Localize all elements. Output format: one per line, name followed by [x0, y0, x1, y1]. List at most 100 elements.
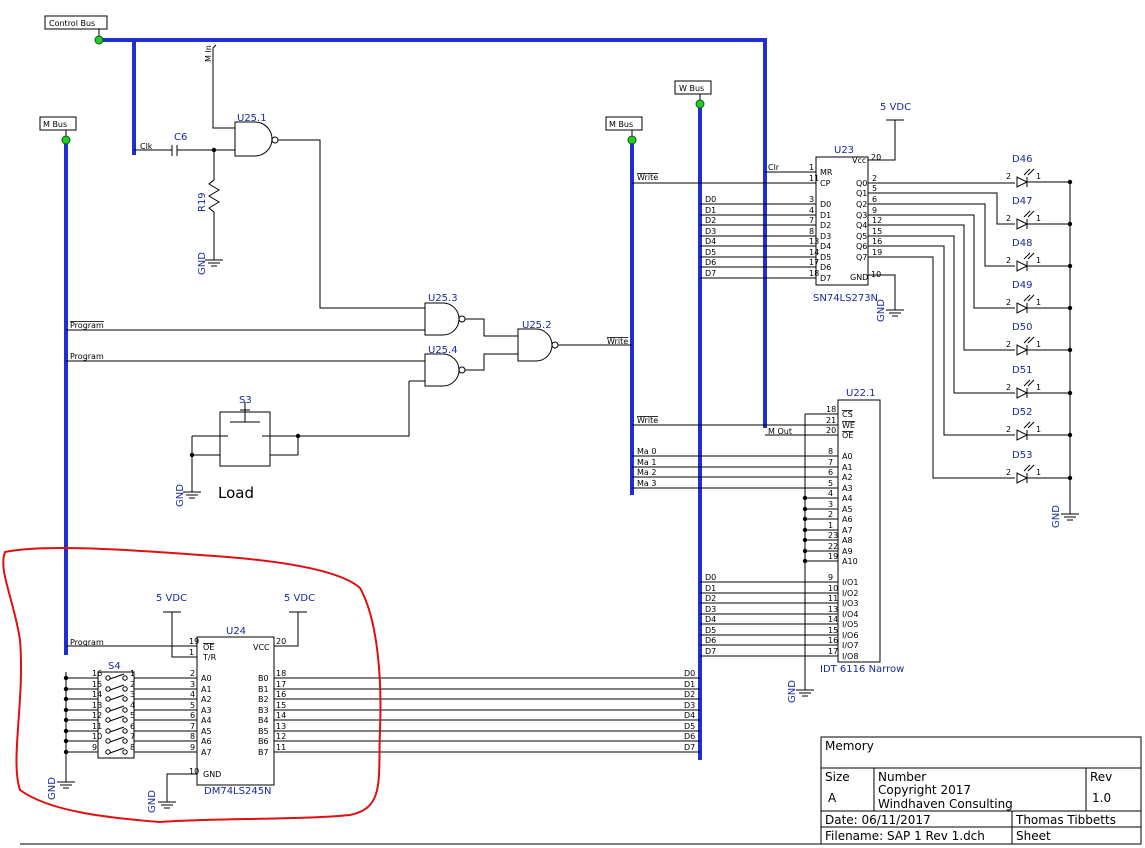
- u22-pin-num: 23: [828, 531, 838, 540]
- c6-ref: C6: [174, 132, 187, 143]
- u23-pin-q5: Q5: [856, 232, 867, 241]
- u23-pin-q3: Q3: [856, 211, 867, 220]
- u24-data-net-d4: D4: [684, 711, 695, 720]
- u24-vcc-pin: VCC: [253, 643, 270, 652]
- wire: [880, 245, 1015, 436]
- dip-contact: [105, 696, 111, 702]
- led-pin: 1: [1036, 383, 1041, 392]
- s4-pin-num: 11: [92, 722, 102, 731]
- wire: [1027, 168, 1035, 176]
- u23-pin-mr: MR: [820, 168, 833, 177]
- led-pin: 2: [1006, 468, 1011, 477]
- wire: [109, 684, 125, 691]
- u23-pin-d3: D3: [820, 232, 831, 241]
- load-label: Load: [218, 484, 254, 502]
- u22-data-net-d7: D7: [705, 647, 716, 656]
- u24-pin-num: 11: [276, 743, 286, 752]
- chip-u24: [196, 636, 275, 786]
- wire: [1027, 336, 1035, 344]
- u22-data-net-d5: D5: [705, 626, 716, 635]
- u23-pin-q7: Q7: [856, 253, 867, 262]
- wire: [880, 192, 1015, 225]
- u22-pin-num: 6: [828, 468, 833, 477]
- dip-contact: [105, 707, 111, 713]
- led-label-d48: D48: [1012, 238, 1032, 249]
- u24-data-net-d1: D1: [684, 680, 695, 689]
- vdc-label-u23: 5 VDC: [880, 102, 911, 113]
- gnd-label-s4: GND: [47, 777, 58, 800]
- s4-ref: S4: [108, 661, 121, 672]
- clk-label: Clk: [140, 142, 153, 151]
- u22-pin-a10: A10: [842, 557, 858, 566]
- u22-pin-a2: A2: [842, 473, 853, 482]
- u24-data-net-d5: D5: [684, 722, 695, 731]
- dip-contact: [105, 717, 111, 723]
- u23-pin-num: 16: [872, 237, 882, 246]
- u24-data-net-d0: D0: [684, 669, 695, 678]
- u22-pin-io7: I/O7: [842, 641, 858, 650]
- s4-pin-num: 10: [92, 732, 102, 741]
- u22-pin-num: 17: [828, 647, 838, 656]
- u23-data-net-d7: D7: [705, 269, 716, 278]
- dip-contact: [122, 707, 128, 713]
- u22-pin-io2: I/O2: [842, 589, 858, 598]
- u23-data-net-d4: D4: [705, 237, 716, 246]
- led-pin: 1: [1036, 340, 1041, 349]
- led-label-d51: D51: [1012, 365, 1032, 376]
- u24-pin-a3: A3: [201, 706, 212, 715]
- u25-2-ref: U25.2: [522, 320, 552, 331]
- u24-pin-b0: B0: [258, 674, 269, 683]
- u24-pin-b6: B6: [258, 737, 269, 746]
- tb-copyright: Copyright 2017: [878, 783, 971, 797]
- u23-pin-num: 3: [809, 195, 814, 204]
- u22-ref: U22.1: [846, 388, 876, 399]
- wire: [1023, 421, 1031, 429]
- wire: [1027, 379, 1035, 387]
- u23-pin-num: 9: [872, 206, 877, 215]
- u23-pin-num: 13: [809, 237, 819, 246]
- u24-data-net-d7: D7: [684, 743, 695, 752]
- u23-pin-d5: D5: [820, 253, 831, 262]
- u22-pin-a8: A8: [842, 536, 853, 545]
- u23-pin-num: 7: [809, 216, 814, 225]
- u24-pin-num: 5: [190, 701, 195, 710]
- u24-pin-num: 7: [190, 722, 195, 731]
- u22-pin-a6: A6: [842, 515, 853, 524]
- u23-pin-num: 11: [809, 174, 819, 183]
- u23-pin-q1: Q1: [856, 189, 867, 198]
- u23-data-net-d6: D6: [705, 258, 716, 267]
- control-bus-label: Control Bus: [49, 19, 95, 28]
- u22-pin-io8: I/O8: [842, 652, 858, 661]
- u22-pin-num: 22: [828, 542, 838, 551]
- u22-pin-num: 4: [828, 489, 833, 498]
- u22-data-net-d4: D4: [705, 615, 716, 624]
- u22-pin-num: 14: [828, 615, 838, 624]
- led-d53: [1016, 472, 1029, 484]
- led-d47: [1016, 218, 1029, 230]
- chip-u23: [815, 156, 869, 286]
- dip-contact: [122, 717, 128, 723]
- u24-pin-a5: A5: [201, 727, 212, 736]
- led-d52: [1016, 429, 1029, 441]
- program-bar-label: Program: [70, 321, 104, 330]
- u22-pin-num: 3: [828, 500, 833, 509]
- u24-pin-num: 19: [189, 637, 199, 646]
- s4-pin-num: 5: [130, 711, 135, 720]
- dip-contact: [105, 749, 111, 755]
- bus-connector: [94, 35, 104, 45]
- wire: [1023, 168, 1031, 176]
- u22-pin-num: 8: [828, 447, 833, 456]
- addr-net-3: Ma 3: [637, 479, 656, 488]
- u24-data-net-d2: D2: [684, 690, 695, 699]
- wire: [298, 381, 410, 437]
- led-pin: 1: [1036, 256, 1041, 265]
- u22-pin-num: 1: [828, 521, 833, 530]
- u24-pin-num: 3: [190, 680, 195, 689]
- wire: [166, 773, 197, 800]
- led-pin: 1: [1036, 214, 1041, 223]
- wire: [109, 715, 125, 722]
- u24-pin-a0: A0: [201, 674, 212, 683]
- led-d49: [1016, 302, 1029, 314]
- u23-data-net-d2: D2: [705, 216, 716, 225]
- led-pin: 1: [1036, 298, 1041, 307]
